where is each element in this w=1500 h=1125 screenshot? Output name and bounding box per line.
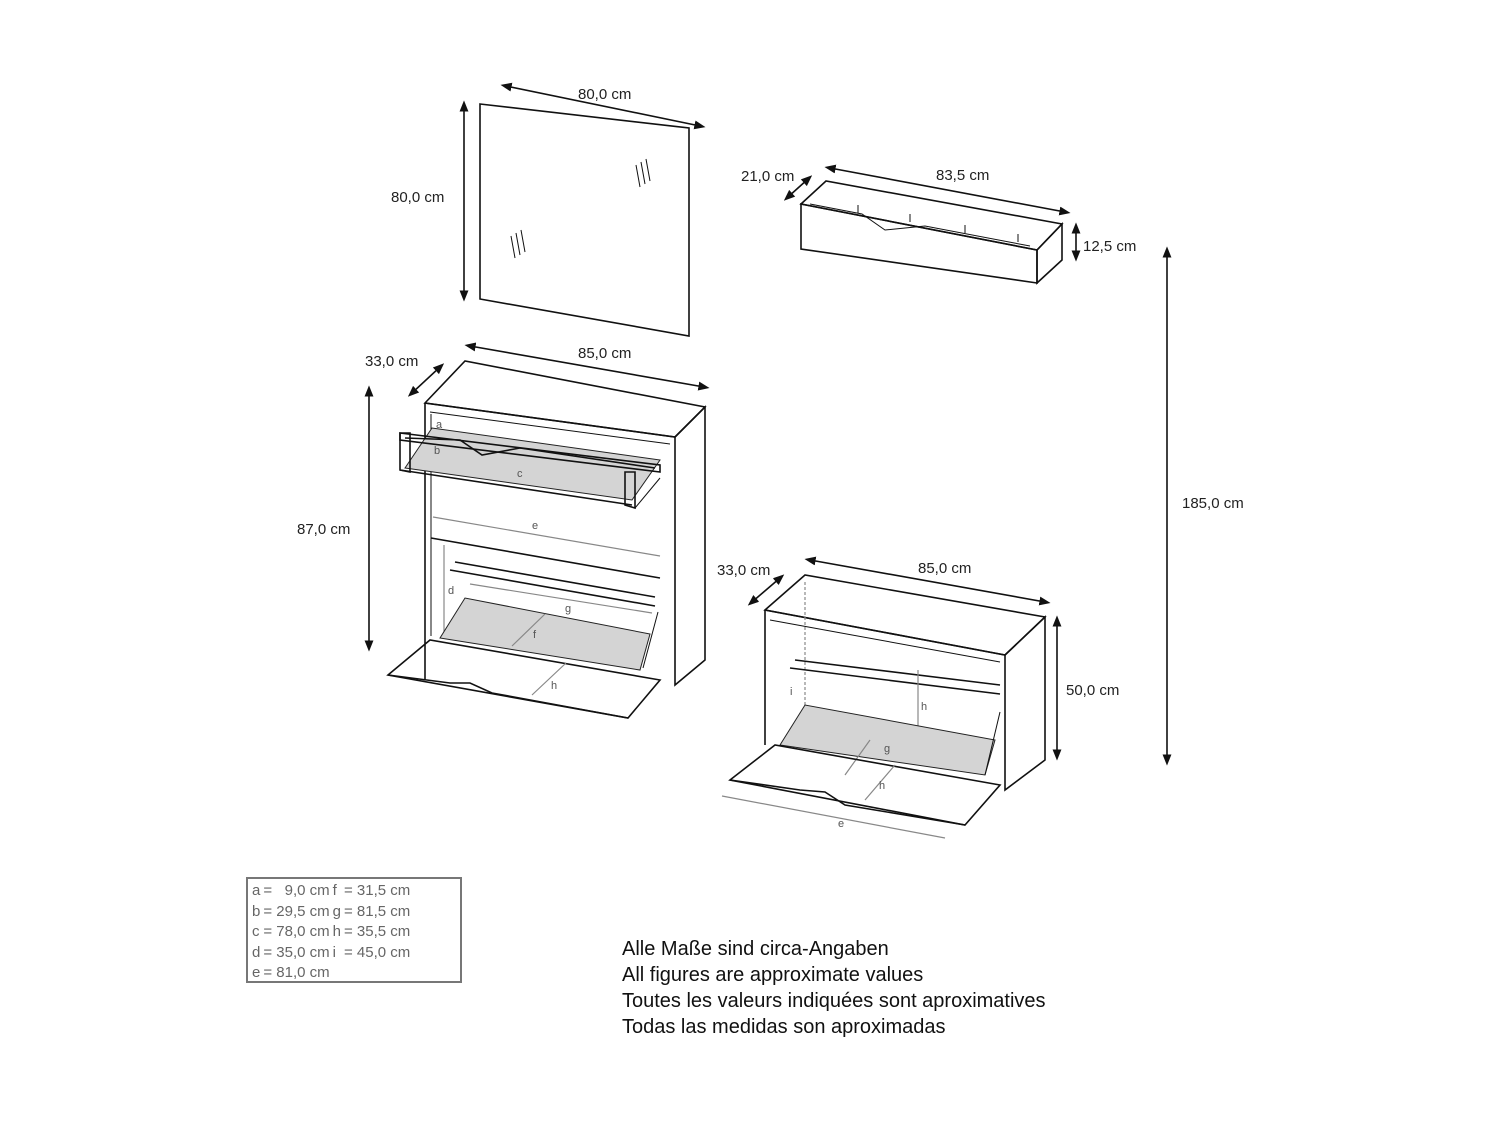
legend-row: e= 81,0 cm	[252, 963, 413, 984]
legend-cell: = 35,5 cm	[343, 923, 411, 940]
shelf-depth-label: 21,0 cm	[741, 168, 794, 185]
legend-cell: = 35,0 cm	[263, 943, 330, 961]
dim-label-e: e	[838, 818, 844, 830]
legend-cell	[344, 963, 413, 984]
small-width-arrow	[804, 556, 1051, 606]
small-width-label: 85,0 cm	[918, 560, 971, 577]
note-es: Todas las medidas son aproximadas	[622, 1016, 946, 1038]
mirror-drawing: 80,0 cm 80,0 cm	[391, 82, 706, 337]
shelf-drawing: 21,0 cm 83,5 cm 12,5 cm	[741, 164, 1136, 285]
note-en: All figures are approximate values	[622, 964, 924, 986]
dim-label-i: i	[790, 686, 792, 698]
legend-cell: c	[252, 923, 260, 940]
legend-cell: a	[252, 882, 261, 899]
dim-label-f: f	[533, 629, 537, 641]
legend-cell: f	[332, 882, 337, 899]
dim-label-c: c	[517, 468, 523, 480]
legend-cell: = 45,0 cm	[343, 943, 411, 961]
tall-depth-label: 33,0 cm	[365, 353, 418, 370]
note-de: Alle Maße sind circa-Angaben	[622, 938, 889, 960]
legend-cell: g	[332, 902, 341, 920]
total-height-label: 185,0 cm	[1182, 495, 1244, 512]
legend-cell: h	[332, 923, 341, 940]
shelf-width-arrow	[824, 164, 1071, 216]
legend-cell: i	[332, 943, 336, 961]
legend-cell: d	[252, 943, 261, 961]
dim-label-h-inner: h	[921, 701, 927, 713]
legend-cell: = 81,0 cm	[263, 964, 330, 981]
dim-label-e: e	[532, 520, 538, 532]
shelf-depth-arrow	[783, 175, 813, 201]
small-depth-label: 33,0 cm	[717, 562, 770, 579]
approximate-values-note: Alle Maße sind circa-Angaben All figures…	[622, 936, 1046, 1040]
small-cabinet-drawing: i h g h e 33,0 cm 85,0 cm 50,0 cm	[717, 556, 1119, 839]
tall-depth-arrow	[407, 363, 445, 397]
tall-cabinet-drawing: a b c e d g f h 33,0 cm 85,0 cm 87,0 cm	[297, 342, 710, 719]
dim-label-a: a	[436, 419, 443, 431]
dim-label-g: g	[565, 603, 571, 615]
legend-cell	[333, 963, 344, 984]
legend-cell: b	[252, 902, 261, 920]
note-fr: Toutes les valeurs indiquées sont aproxi…	[622, 990, 1046, 1012]
mirror-width-arrow	[500, 82, 706, 130]
shelf-height-label: 12,5 cm	[1083, 238, 1136, 255]
small-height-label: 50,0 cm	[1066, 682, 1119, 699]
dim-label-h: h	[879, 780, 885, 792]
legend-cell: e	[252, 964, 261, 981]
mirror-height-label: 80,0 cm	[391, 189, 444, 206]
legend-cell: = 31,5 cm	[343, 882, 411, 899]
dim-label-b: b	[434, 445, 440, 457]
dim-label-h: h	[551, 680, 557, 692]
legend-cell: = 81,5 cm	[343, 902, 411, 920]
mirror-width-label: 80,0 cm	[578, 86, 631, 103]
tall-width-arrow	[464, 342, 710, 391]
shelf-width-label: 83,5 cm	[936, 167, 989, 184]
small-depth-arrow	[747, 574, 785, 606]
dim-label-g: g	[884, 743, 890, 755]
legend-cell: = 29,5 cm	[263, 902, 330, 920]
tall-width-label: 85,0 cm	[578, 345, 631, 362]
tall-height-label: 87,0 cm	[297, 521, 350, 538]
legend-cell: = 78,0 cm	[263, 923, 330, 940]
legend-cell: = 9,0 cm	[263, 882, 330, 899]
dim-label-d: d	[448, 585, 454, 597]
